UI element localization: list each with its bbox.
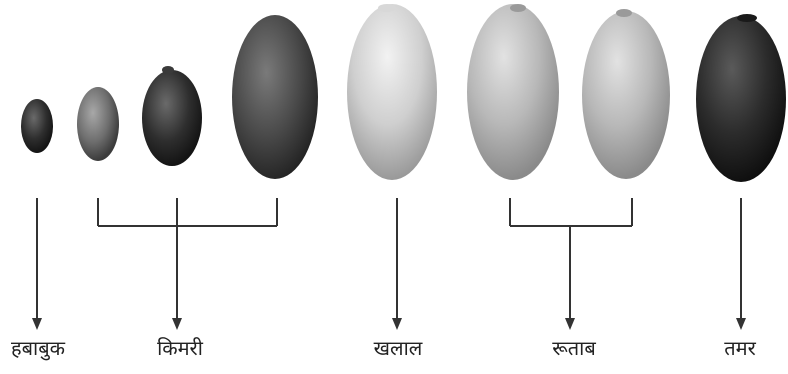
label-tamar: तमर	[724, 334, 756, 361]
stem-tip-khalal	[378, 4, 396, 12]
label-habababuk: हबाबुक	[11, 334, 65, 361]
label-rutab: रूताब	[552, 334, 596, 361]
fruit-rutab-2	[582, 11, 670, 179]
label-kimri: किमरी	[157, 334, 203, 361]
fruit-tamar	[696, 16, 786, 182]
arrowhead-khalal	[392, 318, 402, 330]
arrowheads	[32, 318, 746, 330]
arrowhead-rutab	[565, 318, 575, 330]
fruit-khalal	[347, 4, 437, 180]
stem-tip-tamar	[737, 14, 757, 22]
label-khalal: खलाल	[374, 334, 423, 361]
arrowhead-habababuk	[32, 318, 42, 330]
stem-tip-kimri-2	[162, 66, 174, 74]
fruit-kimri-1	[77, 87, 119, 161]
fruit-habababuk	[21, 99, 53, 153]
arrowhead-kimri	[172, 318, 182, 330]
arrowhead-tamar	[736, 318, 746, 330]
connector-lines	[37, 198, 741, 320]
stem-tip-rutab-1	[510, 4, 526, 12]
fruit-kimri-3	[232, 15, 318, 179]
fruit-kimri-2	[142, 70, 202, 166]
stem-tip-rutab-2	[616, 9, 632, 17]
fruit-rutab-1	[467, 4, 559, 180]
